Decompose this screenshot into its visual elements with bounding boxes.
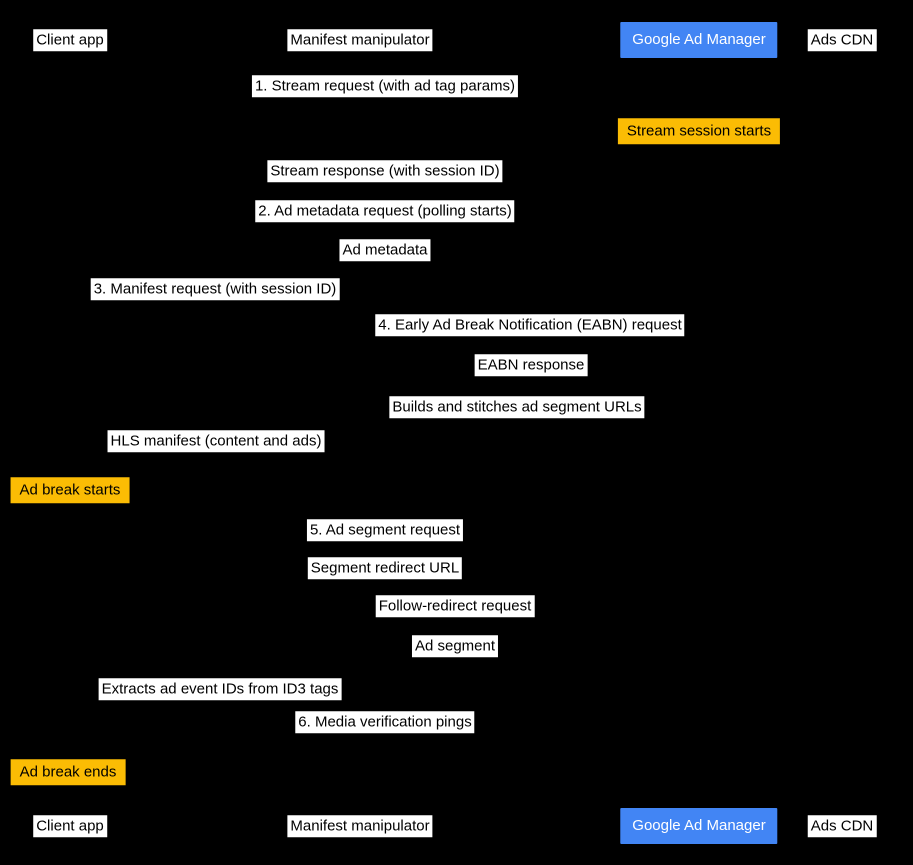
actor-client-app-bottom: Client app [33,815,107,837]
actor-ads-cdn-bottom: Ads CDN [807,815,877,837]
message-eabn-response: EABN response [474,354,588,376]
action-builds-and-stitches: Builds and stitches ad segment URLs [389,396,645,418]
message-segment-redirect-url: Segment redirect URL [307,557,463,579]
message-hls-manifest: HLS manifest (content and ads) [107,430,325,452]
message-stream-request: 1. Stream request (with ad tag params) [251,75,519,97]
message-stream-response: Stream response (with session ID) [267,160,503,182]
message-ad-segment-request: 5. Ad segment request [306,519,464,541]
note-ad-break-starts: Ad break starts [10,477,130,503]
actor-client-app-top: Client app [33,29,107,51]
note-stream-session-starts: Stream session starts [617,118,781,144]
message-ad-metadata-request: 2. Ad metadata request (polling starts) [255,200,515,222]
message-eabn-request: 4. Early Ad Break Notification (EABN) re… [375,314,685,336]
actor-manifest-manipulator-top: Manifest manipulator [287,29,433,51]
message-follow-redirect-request: Follow-redirect request [375,595,535,617]
actor-google-ad-manager-bottom: Google Ad Manager [620,808,778,844]
message-manifest-request: 3. Manifest request (with session ID) [90,278,340,300]
action-extracts-ad-event-ids: Extracts ad event IDs from ID3 tags [98,678,342,700]
message-ad-metadata: Ad metadata [339,239,431,261]
actor-manifest-manipulator-bottom: Manifest manipulator [287,815,433,837]
actor-ads-cdn-top: Ads CDN [807,29,877,51]
note-ad-break-ends: Ad break ends [10,759,126,785]
message-ad-segment: Ad segment [411,635,499,657]
actor-google-ad-manager-top: Google Ad Manager [620,22,778,58]
message-media-verification-pings: 6. Media verification pings [295,711,475,733]
